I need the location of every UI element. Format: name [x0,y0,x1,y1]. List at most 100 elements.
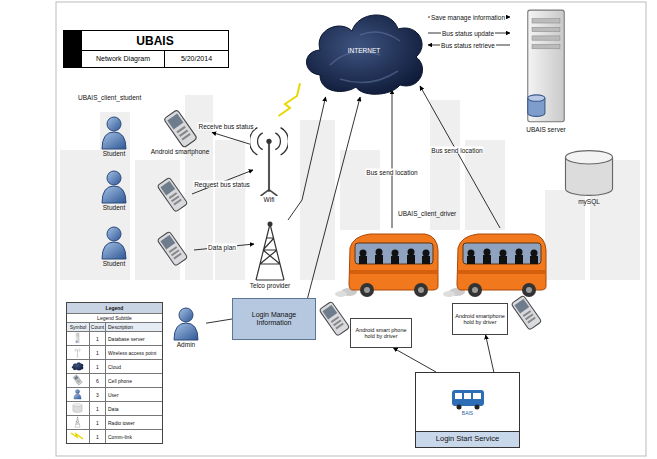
node-icon [561,148,617,198]
node-text: Android smartphone hold by driver [455,313,505,326]
server-node: UBAIS server [510,8,582,148]
user-node: Student [94,168,134,216]
line-label: Bus send location [430,147,483,154]
legend-row: 6Cell phone [67,373,162,387]
shape [565,151,612,196]
node-text: UBAIS server [526,126,565,133]
legend-cell: 1 [89,332,105,345]
shape [60,150,100,280]
shape [75,348,80,357]
legend-cell: Radio tower [105,416,162,429]
shape [75,417,80,428]
legend-cell: Database server [105,332,162,345]
user-node: Student [94,224,134,272]
legend-cell: Legend Subtitle [67,314,162,322]
shape [335,234,438,297]
logo-area: BAIS [416,373,519,431]
node-icon [519,8,573,126]
driver-phone [319,301,350,336]
title-row: UBAIS [82,31,228,51]
column-header: Symbol [70,324,87,330]
line-label: Request bus status [193,181,251,188]
internet-cloud: INTERNET [300,5,428,97]
comm-link [279,83,301,116]
shape [73,404,82,413]
tower-node: Telco provider [240,220,300,298]
node-text: Student [103,204,125,211]
node-icon [166,305,206,341]
legend-cell: 3 [89,388,105,401]
node-text: Android smart phone hold by driver [353,327,409,340]
legend-cell [67,374,89,387]
legend-cell [67,430,89,443]
legend-cell: Description [105,323,162,331]
legend-row: 1Database server [67,331,162,345]
shape [102,171,126,203]
edge-label: Save manage information [430,14,506,21]
shape [340,150,380,230]
shape [307,15,423,94]
shape [250,128,288,196]
legend-text: Radio tower [108,420,135,426]
note-box: Android smartphone hold by driver [452,303,508,335]
connector [212,132,250,144]
node-text: Login Manage Information [243,311,305,327]
shape [164,110,198,148]
group-label: UBAIS_client_student [78,94,141,101]
legend-text: Wireless access point [108,350,156,356]
shape [157,231,188,266]
shape [102,117,126,149]
legend-cell: Cloud [105,360,162,373]
legend-cell: 6 [89,374,105,387]
node-text: mySQL [578,198,600,205]
process-box: Login Manage Information [232,298,316,340]
legend-cell [67,416,89,429]
legend-cell [67,360,89,373]
title-block: UBAISNetwork Diagram5/20/2014 [63,30,229,68]
edge-label: Bus status update [441,30,495,37]
legend-text: Cell phone [108,378,132,384]
count-cell: 1 [96,434,99,440]
shape [76,333,79,343]
node-text: INTERNET [348,47,381,54]
line-label: Data plan [207,244,237,251]
legend-row: 3User [67,387,162,401]
title-tab [64,31,82,67]
legend-title: Legend [106,305,124,311]
user-node: Student [94,114,134,162]
line-label: Bus send location [365,169,418,176]
count-cell: 1 [96,406,99,412]
legend-text: Comm-link [108,434,132,440]
shape [443,234,546,297]
connector [288,97,326,220]
node-icon [250,116,288,196]
legend-table: LegendLegend SubtitleSymbol CountDescript… [66,302,163,444]
legend-cell: Wireless access point [105,346,162,359]
legend-cell: Legend [67,303,162,313]
legend-row: 1 Comm-link [67,429,162,443]
legend-cell: Symbol [67,323,89,331]
group-label: UBAIS_client_driver [398,210,456,217]
legend-text: Cloud [108,364,121,370]
user-node: Admin [166,305,206,357]
node-text: Wifi [264,196,275,203]
database-node: mySQL [558,148,620,216]
legend-cell [67,346,89,359]
column-header: Count [91,324,104,330]
legend-row: 1Radio tower [67,415,162,429]
connector [393,348,436,372]
frame [56,2,646,456]
legend-row: 1Wireless access point [67,345,162,359]
legend-cell [67,332,89,345]
legend-text: Data [108,406,119,412]
legend-row: 1 Data [67,401,162,415]
shape [100,112,130,280]
shape [300,120,335,280]
shape [73,375,82,385]
shape [256,222,284,281]
legend-cell: 1 [89,346,105,359]
legend-cell: Comm-link [105,430,162,443]
legend-cell: User [105,388,162,401]
bus-location-line [420,86,500,228]
